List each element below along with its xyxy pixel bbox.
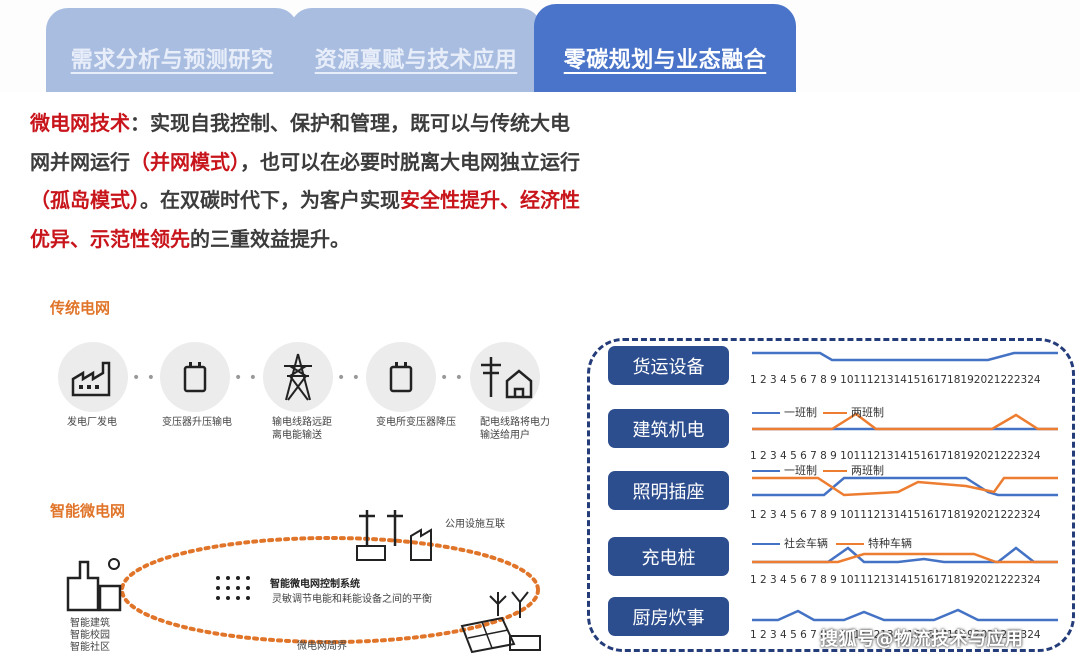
- public-utility-icon: [355, 506, 435, 566]
- smart-building-icon: [64, 556, 124, 616]
- text: 的三重效益提升。: [190, 226, 350, 251]
- transformer-icon: [160, 342, 230, 412]
- term-island-mode: （孤岛模式）: [30, 188, 140, 212]
- legend: 一班制 两班制: [752, 462, 884, 478]
- factory-icon: [58, 342, 128, 412]
- tab-label: 零碳规划与业态融合: [563, 48, 767, 73]
- x-axis-hours: 1 2 3 4 5 6 7 8 9 1011121314151617181920…: [750, 574, 1041, 586]
- series-lighting-one-shift: [752, 476, 1058, 497]
- traditional-grid-title: 传统电网: [50, 299, 111, 317]
- x-axis-hours: 1 2 3 4 5 6 7 8 9 1011121314151617181920…: [750, 450, 1041, 462]
- text: ，也可以在必要时脱离大电网独立运行: [240, 149, 580, 174]
- series-freight: [752, 351, 1058, 362]
- watermark: 搜狐号@物流技术与应用: [820, 629, 1024, 650]
- tab-bar: 需求分析与预测研究 资源禀赋与技术应用 零碳规划与业态融合: [0, 0, 1080, 92]
- series-lighting-two-shift: [752, 476, 1058, 497]
- tab-label: 需求分析与预测研究: [70, 48, 274, 73]
- public-link-caption: 公用设施互联: [445, 519, 505, 530]
- microgrid-boundary-ring: [120, 536, 540, 644]
- load-profile-panel: [587, 338, 1075, 652]
- legend-label: 两班制: [851, 406, 884, 419]
- tab-resource-technology[interactable]: 资源禀赋与技术应用: [290, 8, 542, 92]
- row-label-kitchen-cooking: 厨房炊事: [608, 597, 729, 636]
- tab-zero-carbon-planning[interactable]: 零碳规划与业态融合: [534, 4, 796, 92]
- step-caption: 配电线路将电力 输送给用户: [480, 417, 550, 441]
- text: 。在双碳时代下，为客户实现: [140, 188, 400, 212]
- step-caption: 发电厂发电: [67, 417, 117, 428]
- row-label-lighting-sockets: 照明插座: [608, 471, 729, 510]
- buildings-caption: 智能建筑 智能校园 智能社区: [70, 618, 110, 653]
- series-kitchen: [752, 608, 1058, 622]
- control-system-title: 智能微电网控制系统: [270, 579, 360, 590]
- term-grid-mode: （并网模式）: [130, 149, 240, 174]
- step-caption: 变电所变压器降压: [376, 417, 456, 428]
- x-axis-hours: 1 2 3 4 5 6 7 8 9 1011121314151617181920…: [750, 629, 1041, 641]
- control-system-desc: 灵敏调节电能和耗能设备之间的平衡: [272, 594, 432, 605]
- control-dots-icon: [212, 572, 260, 616]
- tab-label: 资源禀赋与技术应用: [314, 48, 518, 73]
- legend: 一班制 两班制: [752, 404, 884, 420]
- series-building-two-shift: [752, 412, 1058, 431]
- legend-label: 一班制: [784, 406, 817, 419]
- x-axis-hours: 1 2 3 4 5 6 7 8 9 1011121314151617181920…: [750, 374, 1041, 386]
- series-charging-social: [752, 546, 1058, 564]
- load-profile-sparklines: [752, 351, 1058, 622]
- x-axis-hours: 1 2 3 4 5 6 7 8 9 1011121314151617181920…: [750, 509, 1041, 521]
- step-caption: 变压器升压输电: [162, 417, 232, 428]
- transmission-tower-icon: [263, 342, 333, 412]
- description-paragraph: 微电网技术：实现自我控制、保护和管理，既可以与传统大电网并网运行（并网模式），也…: [30, 104, 585, 258]
- row-label-building-mep: 建筑机电: [608, 409, 729, 448]
- tab-demand-analysis[interactable]: 需求分析与预测研究: [46, 8, 298, 92]
- text: ：实现自我控制、保护和管理，既可以与传统大电网并网运行: [30, 111, 570, 174]
- legend-label: 社会车辆: [784, 537, 828, 550]
- legend-label: 一班制: [784, 464, 817, 477]
- term-microgrid: 微电网技术: [30, 111, 130, 135]
- legend: 社会车辆 特种车辆: [752, 535, 912, 551]
- transformer-icon: [366, 342, 436, 412]
- smart-microgrid-title: 智能微电网: [50, 502, 126, 520]
- term-benefits: 安全性提升、经济性优异、示范性领先: [30, 188, 580, 251]
- row-label-freight-equipment: 货运设备: [608, 346, 729, 385]
- step-caption: 输电线路远距 离电能输送: [272, 417, 332, 441]
- row-label-charging-piles: 充电桩: [608, 537, 729, 576]
- legend-label: 两班制: [851, 464, 884, 477]
- series-charging-special: [752, 552, 1058, 564]
- solar-wind-icon: [458, 582, 548, 658]
- boundary-caption: 微电网周界: [297, 641, 347, 652]
- legend-label: 特种车辆: [868, 537, 912, 550]
- distribution-pole-house-icon: [470, 342, 540, 412]
